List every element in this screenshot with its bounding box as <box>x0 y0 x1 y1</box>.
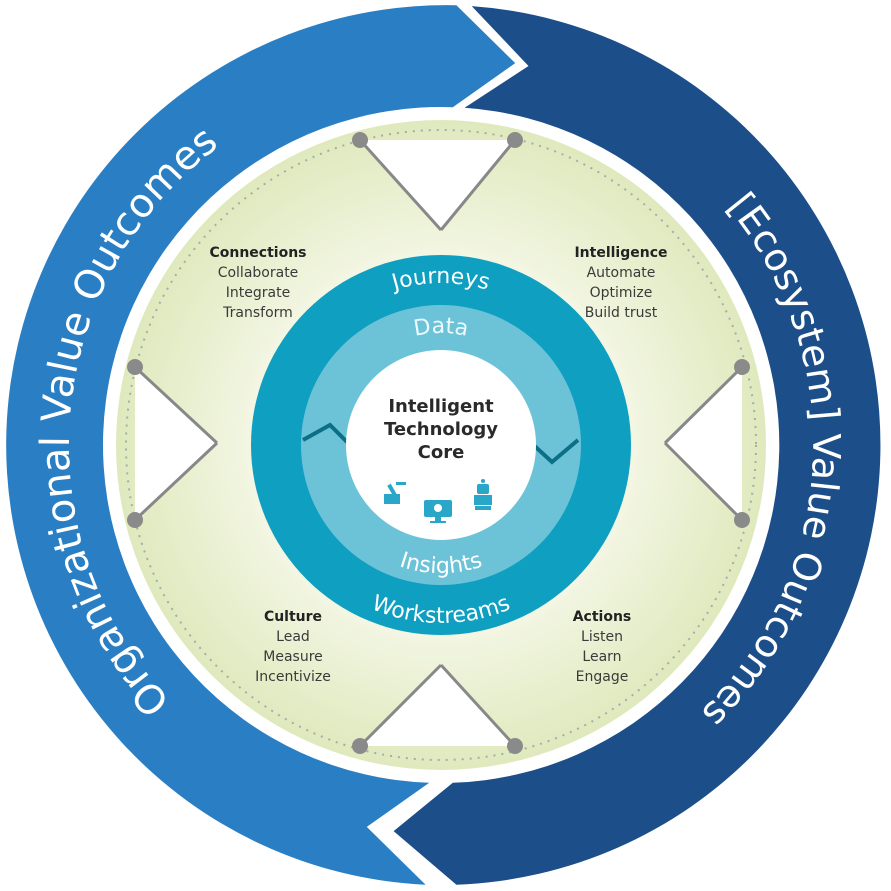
core-icons <box>384 479 492 523</box>
ecosystem-value-arrow <box>393 6 881 885</box>
quadrant-intelligence: Intelligence Automate Optimize Build tru… <box>541 243 701 323</box>
notches <box>127 132 750 754</box>
quadrant-item: Build trust <box>584 305 658 321</box>
core-title: Intelligent Technology Core <box>351 395 531 464</box>
core-line: Core <box>417 442 465 463</box>
notch-line <box>439 139 517 231</box>
core-line: Technology <box>384 419 498 440</box>
notch-line <box>663 441 744 522</box>
notch-line <box>358 138 443 232</box>
notch <box>135 367 217 520</box>
notch-line <box>133 441 219 522</box>
quadrant-item: Transform <box>223 305 293 321</box>
notch-line <box>663 365 744 445</box>
quadrant-item: Collaborate <box>217 265 299 281</box>
notch <box>360 140 515 230</box>
notch-node <box>127 359 143 375</box>
core-line: Intelligent <box>388 396 494 417</box>
organizational-value-arrow <box>6 5 516 885</box>
quadrant-culture: Culture Lead Measure Incentivize <box>213 607 373 687</box>
notch-node <box>507 738 523 754</box>
intelligence-title: Intelligence <box>574 245 668 261</box>
notch <box>665 367 742 520</box>
quadrant-item: Measure <box>263 649 323 665</box>
notch-line <box>133 365 219 445</box>
quadrant-item: Automate <box>586 265 656 281</box>
robot-arm-icon <box>384 482 406 504</box>
actions-title: Actions <box>572 609 632 625</box>
notch-line <box>439 663 517 748</box>
notch <box>360 665 515 746</box>
notch-node <box>127 512 143 528</box>
notch-line <box>358 663 443 748</box>
quadrant-actions: Actions Listen Learn Engage <box>522 607 682 687</box>
notch-node <box>734 512 750 528</box>
notch-node <box>352 738 368 754</box>
zigzag-right <box>526 438 580 465</box>
robot-icon <box>474 479 492 510</box>
quadrant-item: Lead <box>276 629 310 645</box>
quadrant-item: Incentivize <box>255 669 331 685</box>
quadrant-item: Listen <box>581 629 623 645</box>
quadrant-item: Optimize <box>589 285 653 301</box>
quadrant-item: Integrate <box>225 285 291 301</box>
quadrant-item: Learn <box>582 649 622 665</box>
notch-node <box>507 132 523 148</box>
notch-node <box>734 359 750 375</box>
quadrant-connections: Connections Collaborate Integrate Transf… <box>178 243 338 323</box>
data-label: Data <box>412 314 470 342</box>
connections-title: Connections <box>209 245 307 261</box>
culture-title: Culture <box>263 609 323 625</box>
quadrant-item: Engage <box>575 669 629 685</box>
monitor-analytics-icon <box>424 500 452 523</box>
dotted-circle <box>125 129 757 761</box>
notch-node <box>352 132 368 148</box>
